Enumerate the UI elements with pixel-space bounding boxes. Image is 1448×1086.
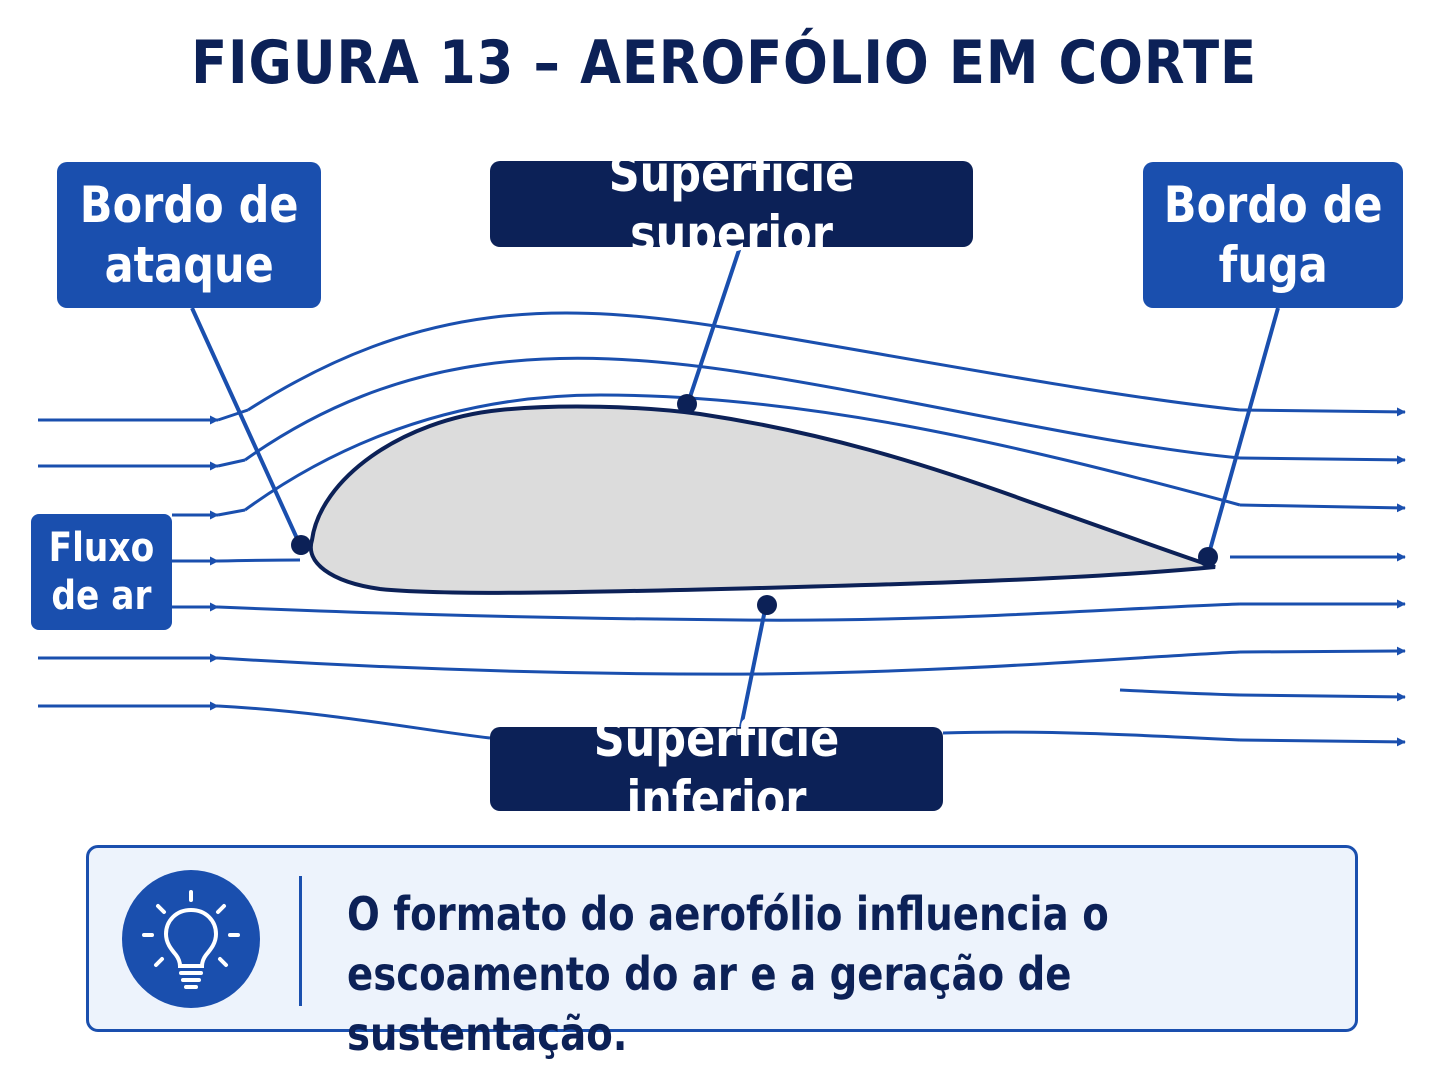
leader-trailing-edge [1206,307,1280,558]
streamline-6 [217,650,1241,676]
streamline-3 [244,393,1241,512]
dot-trailing-edge [1198,547,1218,567]
trailing-edge-label: Bordo de fuga [1143,162,1403,308]
upper-surface-label: Superfície superior [490,145,973,263]
lightbulb-icon [122,870,260,1008]
airflow-label: Fluxo de ar [31,514,172,630]
outflow-arrow-3 [1239,503,1406,513]
page-title: FIGURA 13 – AEROFÓLIO EM CORTE [191,28,1257,98]
outflow-arrow-2 [1239,455,1406,465]
streamline-7 [217,704,491,740]
outflow-arrow-1 [1239,407,1406,417]
outflow-arrow-8 [1239,737,1406,747]
leader-leading-edge [190,307,302,546]
lower-surface-label: Superfície inferior [490,710,943,828]
streamline-2 [244,356,1241,462]
leading-edge-label: Bordo de ataque [57,162,321,308]
dot-lower-surface [757,595,777,615]
airfoil-shape [308,404,1216,595]
outflow-arrow-7 [1239,692,1406,702]
note-divider [299,876,302,1006]
note-text: O formato do aerofólio influencia o esco… [347,887,1109,1061]
streamline-1 [247,311,1241,412]
dot-leading-edge [291,535,311,555]
dot-upper-surface [677,394,697,414]
leader-lower-surface [739,604,768,728]
streamline-5 [217,602,1241,622]
info-note: O formato do aerofólio influencia o esco… [86,845,1358,1061]
streamline-4 [217,558,301,563]
outflow-arrow-6 [1239,646,1406,656]
leader-upper-surface [686,246,742,404]
